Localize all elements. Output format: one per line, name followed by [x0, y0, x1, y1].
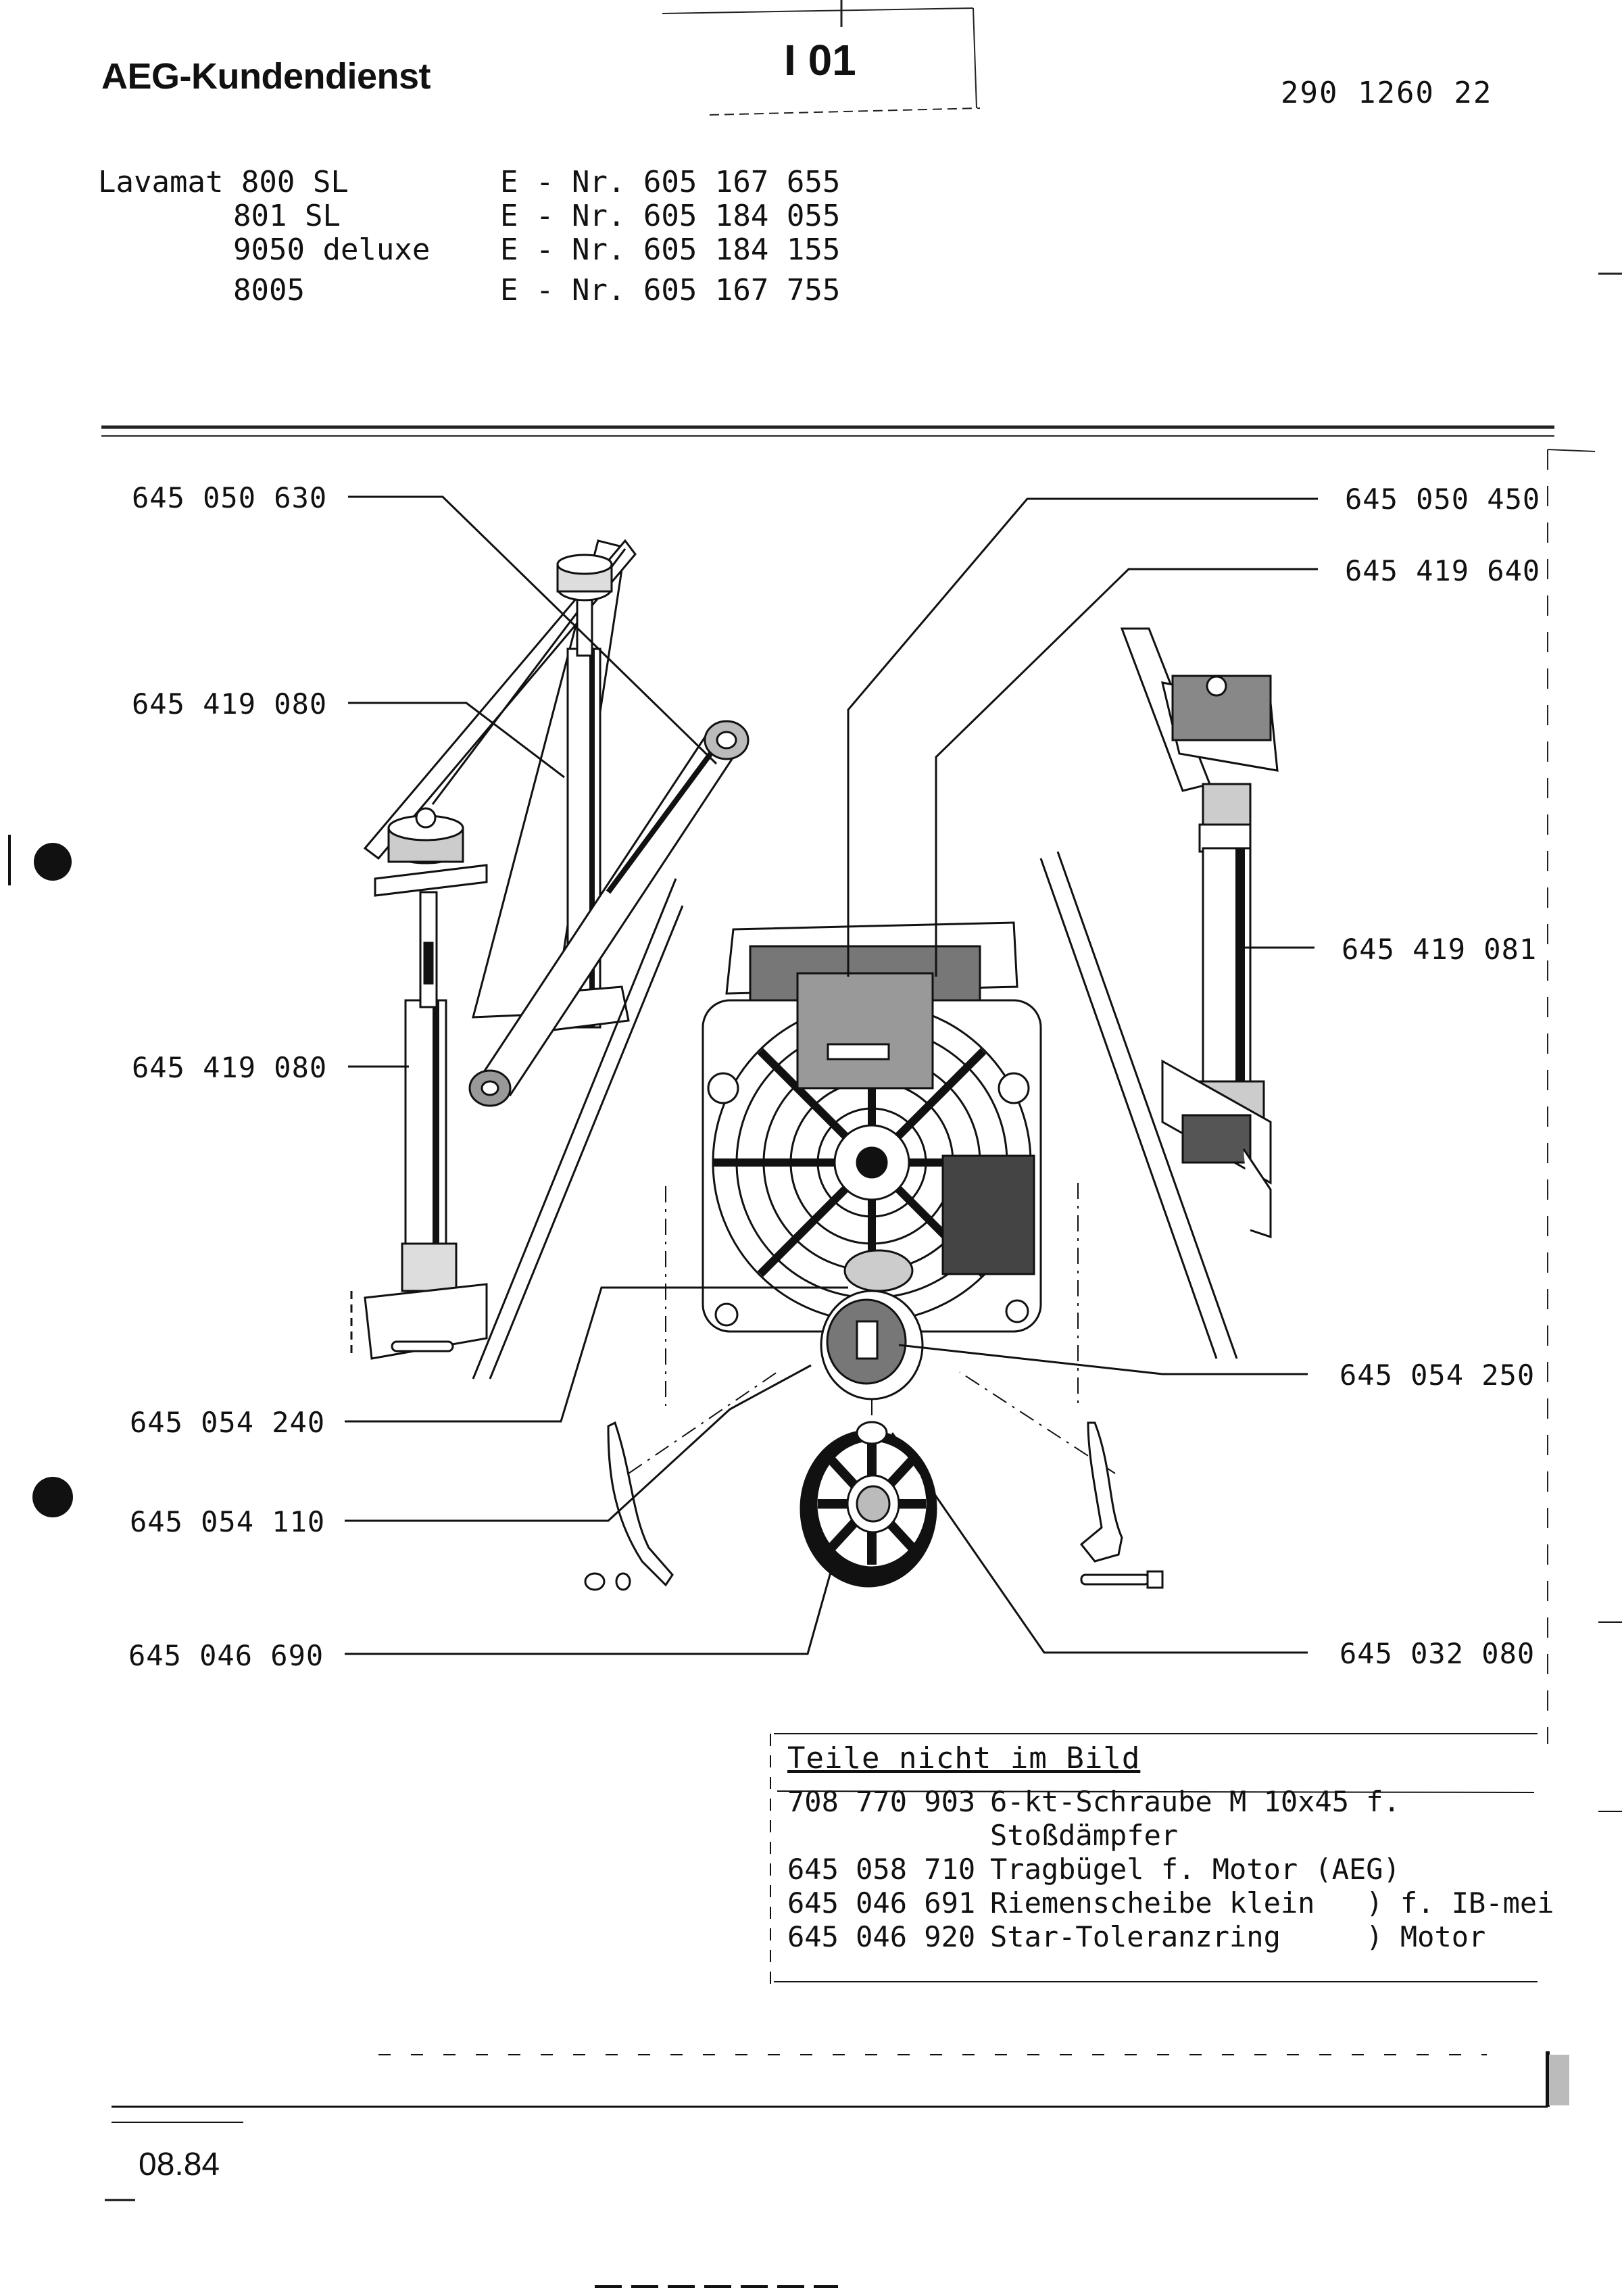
- part-description: Tragbügel f. Motor (AEG): [990, 1853, 1400, 1886]
- part-label: 645 050 450: [1345, 483, 1541, 516]
- part-label: 645 419 080: [132, 1051, 328, 1084]
- part-label: 645 054 110: [130, 1505, 326, 1538]
- model-enr: E - Nr. 605 167 655: [500, 165, 841, 199]
- part-number: 708 770 903: [787, 1785, 976, 1818]
- parts-not-shown-box: Teile nicht im Bild 708 770 903 6-kt-Sch…: [787, 1742, 1554, 1954]
- right-damper-assembly: [1120, 627, 1279, 1239]
- part-number: 645 046 691: [787, 1886, 976, 1920]
- part-number: [787, 1819, 990, 1853]
- model-enr: E - Nr. 605 184 155: [500, 233, 841, 267]
- part-label: 645 419 081: [1342, 933, 1538, 966]
- model-name: 801 SL: [233, 199, 341, 233]
- part-description: Stoßdämpfer: [990, 1819, 1179, 1852]
- part-label: 645 419 080: [132, 687, 328, 720]
- part-description: Riemenscheibe klein ) f. IB-mei: [990, 1886, 1554, 1920]
- list-item: 645 046 691 Riemenscheibe klein ) f. IB-…: [787, 1886, 1554, 1920]
- model-name: 9050 deluxe: [233, 233, 431, 267]
- issue-date: 08.84: [139, 2147, 220, 2182]
- punch-hole: [32, 1477, 73, 1517]
- punch-hole: [34, 843, 72, 881]
- part-number: 645 058 710: [787, 1853, 976, 1886]
- part-label: 645 419 640: [1345, 554, 1541, 587]
- part-description: 6-kt-Schraube M 10x45 f.: [990, 1785, 1400, 1818]
- part-label: 645 032 080: [1340, 1637, 1535, 1670]
- list-item: 645 046 920 Star-Toleranzring ) Motor: [787, 1920, 1554, 1954]
- model-enr: E - Nr. 605 184 055: [500, 199, 841, 233]
- pulley: [800, 1421, 937, 1588]
- model-name: 8005: [233, 273, 305, 308]
- part-description: Star-Toleranzring ) Motor: [990, 1920, 1486, 1953]
- list-item: Stoßdämpfer: [787, 1819, 1554, 1853]
- brand-title: AEG-Kundendienst: [101, 56, 431, 97]
- document-number: 290 1260 22: [1281, 76, 1493, 110]
- parts-not-shown-title: Teile nicht im Bild: [787, 1741, 1141, 1776]
- left-shock-assembly: [363, 539, 749, 1360]
- motor-brackets: [584, 1421, 1164, 1591]
- part-label: 645 050 630: [132, 481, 328, 514]
- part-number: 645 046 920: [787, 1920, 976, 1953]
- part-label: 645 054 240: [130, 1406, 326, 1439]
- list-item: 645 058 710 Tragbügel f. Motor (AEG): [787, 1853, 1554, 1886]
- model-name: Lavamat 800 SL: [98, 165, 349, 199]
- part-label: 645 054 250: [1340, 1359, 1535, 1392]
- list-item: 708 770 903 6-kt-Schraube M 10x45 f.: [787, 1785, 1554, 1819]
- motor: [702, 921, 1042, 1400]
- sheet-number: I 01: [784, 36, 856, 84]
- part-label: 645 046 690: [128, 1639, 324, 1672]
- model-enr: E - Nr. 605 167 755: [500, 273, 841, 308]
